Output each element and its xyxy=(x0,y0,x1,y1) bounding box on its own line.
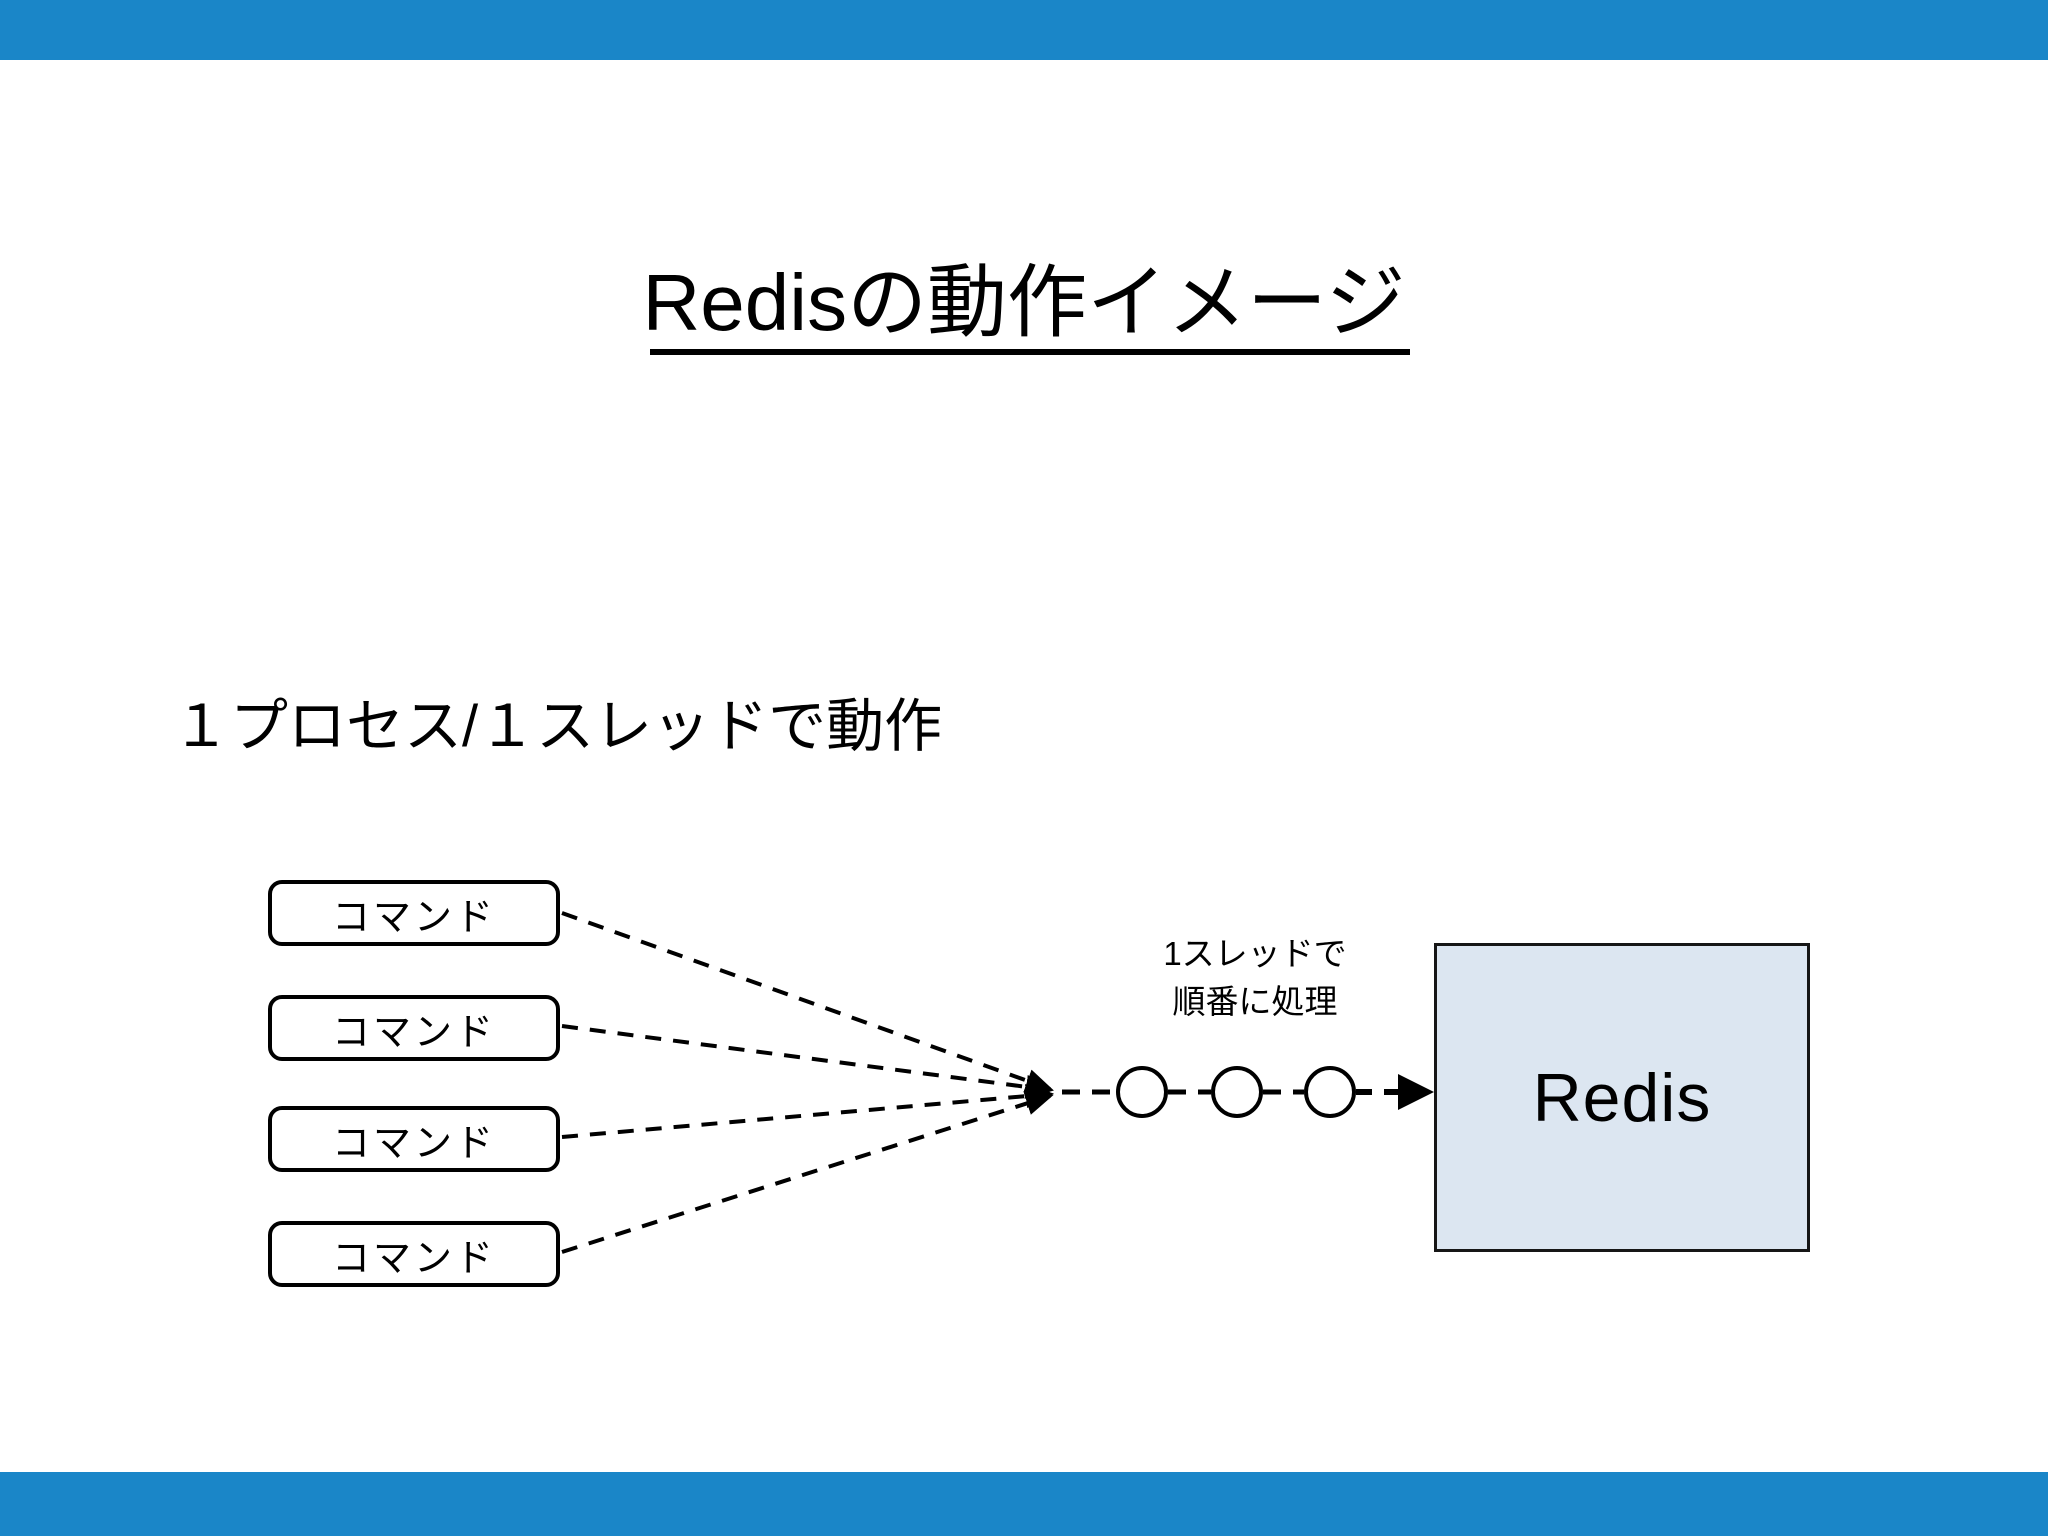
queue-node-3 xyxy=(1304,1066,1356,1118)
redis-server-box[interactable]: Redis xyxy=(1434,943,1810,1252)
command-box-label: コマンド xyxy=(331,1122,496,1165)
command-box-2[interactable]: コマンド xyxy=(268,995,560,1061)
title-underline xyxy=(650,349,1410,355)
command-box-1[interactable]: コマンド xyxy=(268,880,560,946)
command-box-label: コマンド xyxy=(331,896,496,939)
command-box-3[interactable]: コマンド xyxy=(268,1106,560,1172)
command-box-label: コマンド xyxy=(331,1011,496,1054)
queue-annotation-line2: 順番に処理 xyxy=(1172,983,1338,1020)
queue-node-2 xyxy=(1211,1066,1263,1118)
command-box-label: コマンド xyxy=(331,1237,496,1280)
redis-server-label: Redis xyxy=(1532,1059,1712,1136)
queue-annotation-line1: 1スレッドで xyxy=(1163,935,1347,972)
queue-node-1 xyxy=(1116,1066,1168,1118)
command-box-4[interactable]: コマンド xyxy=(268,1221,560,1287)
queue-annotation: 1スレッドで 順番に処理 xyxy=(1120,930,1390,1026)
top-accent-bar xyxy=(0,0,2048,60)
page-title: Redisの動作イメージ xyxy=(642,258,1406,347)
subtitle-text: １プロセス/１スレッドで動作 xyxy=(172,694,943,759)
bottom-accent-bar xyxy=(0,1472,2048,1536)
